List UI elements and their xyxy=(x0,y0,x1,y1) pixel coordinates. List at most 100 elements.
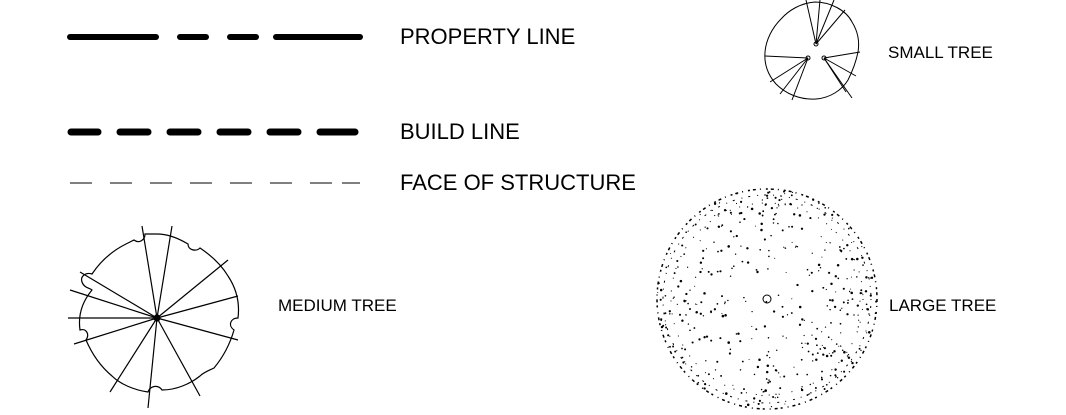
canopy-stipple-dot xyxy=(777,294,780,296)
canopy-stipple-dot xyxy=(801,342,803,344)
canopy-stipple-dot xyxy=(710,273,713,276)
canopy-stipple-dot xyxy=(815,358,818,362)
canopy-stipple-dot xyxy=(827,336,830,339)
canopy-stipple-dot xyxy=(840,332,842,334)
canopy-stipple-dot xyxy=(821,370,823,373)
canopy-stipple-dot xyxy=(736,193,738,195)
canopy-stipple-dot xyxy=(673,296,675,298)
canopy-stipple-dot xyxy=(803,319,805,322)
canopy-stipple-dot xyxy=(676,259,679,263)
canopy-stipple-dot xyxy=(851,241,853,244)
canopy-stipple-dot xyxy=(719,270,722,273)
canopy-stipple-dot xyxy=(858,319,860,321)
canopy-stipple-dot xyxy=(707,373,710,376)
canopy-stipple-dot xyxy=(677,266,679,268)
canopy-stipple-dot xyxy=(806,268,809,271)
canopy-stipple-dot xyxy=(717,225,721,228)
canopy-stipple-dot xyxy=(685,300,687,302)
canopy-stipple-dot xyxy=(846,355,849,357)
canopy-stipple-dot xyxy=(739,221,741,223)
canopy-stipple-dot xyxy=(801,318,804,321)
canopy-stipple-dot xyxy=(851,298,854,300)
canopy-stipple-dot xyxy=(843,247,845,250)
canopy-stipple-dot xyxy=(814,387,817,389)
small-tree-label: SMALL TREE xyxy=(888,43,993,62)
canopy-stipple-dot xyxy=(717,214,719,216)
canopy-stipple-dot xyxy=(835,343,838,345)
canopy-stipple-dot xyxy=(840,359,843,362)
canopy-stipple-dot xyxy=(788,225,790,228)
canopy-stipple-dot xyxy=(699,261,703,264)
canopy-stipple-dot xyxy=(699,270,702,274)
canopy-stipple-dot xyxy=(818,202,820,205)
canopy-stipple-dot xyxy=(716,360,719,363)
canopy-stipple-dot xyxy=(701,268,703,270)
canopy-stipple-dot xyxy=(806,394,809,396)
property-line-label: PROPERTY LINE xyxy=(400,24,575,49)
canopy-stipple-dot xyxy=(765,370,769,374)
canopy-stipple-dot xyxy=(777,372,780,374)
canopy-stipple-dot xyxy=(767,381,770,384)
canopy-stipple-dot xyxy=(779,376,781,378)
canopy-stipple-dot xyxy=(677,285,680,288)
canopy-stipple-dot xyxy=(757,402,760,405)
canopy-stipple-dot xyxy=(772,395,775,399)
canopy-stipple-dot xyxy=(702,249,705,252)
canopy-stipple-dot xyxy=(781,315,785,318)
canopy-stipple-dot xyxy=(857,314,859,316)
canopy-stipple-dot xyxy=(718,202,721,204)
canopy-stipple-dot xyxy=(662,324,665,327)
canopy-stipple-dot xyxy=(672,345,675,348)
canopy-stipple-dot xyxy=(754,225,756,227)
canopy-stipple-dot xyxy=(686,266,689,268)
canopy-stipple-dot xyxy=(821,344,823,346)
canopy-stipple-dot xyxy=(765,203,767,206)
canopy-stipple-dot xyxy=(667,334,670,337)
canopy-stipple-dot xyxy=(791,225,794,228)
canopy-stipple-dot xyxy=(767,268,769,270)
canopy-stipple-dot xyxy=(670,252,672,255)
canopy-stipple-dot xyxy=(746,247,749,250)
canopy-stipple-dot xyxy=(678,313,682,316)
canopy-stipple-dot xyxy=(739,340,742,343)
canopy-stipple-dot xyxy=(795,246,797,248)
canopy-stipple-dot xyxy=(820,331,823,333)
canopy-stipple-dot xyxy=(864,290,868,293)
canopy-stipple-dot xyxy=(690,366,693,368)
canopy-stipple-dot xyxy=(738,212,741,215)
canopy-stipple-dot xyxy=(846,278,848,280)
canopy-stipple-dot xyxy=(825,241,827,244)
canopy-stipple-dot xyxy=(720,374,723,377)
canopy-stipple-dot xyxy=(806,342,809,345)
canopy-stipple-dot xyxy=(828,352,830,354)
canopy-stipple-dot xyxy=(720,249,723,252)
canopy-stipple-dot xyxy=(694,276,697,278)
canopy-stipple-dot xyxy=(739,369,742,371)
canopy-stipple-dot xyxy=(869,277,872,279)
canopy-stipple-dot xyxy=(683,299,686,302)
canopy-stipple-dot xyxy=(796,283,799,287)
canopy-stipple-dot xyxy=(850,257,854,261)
canopy-stipple-dot xyxy=(693,327,696,329)
canopy-stipple-dot xyxy=(698,338,701,341)
canopy-stipple-dot xyxy=(824,249,826,251)
canopy-stipple-dot xyxy=(875,300,878,303)
canopy-stipple-dot xyxy=(735,234,738,238)
canopy-stipple-dot xyxy=(776,396,779,399)
canopy-stipple-dot xyxy=(833,305,837,309)
canopy-stipple-dot xyxy=(705,360,707,362)
canopy-stipple-dot xyxy=(699,312,702,315)
canopy-stipple-dot xyxy=(664,294,667,297)
canopy-stipple-dot xyxy=(689,289,691,291)
canopy-stipple-dot xyxy=(823,347,826,350)
canopy-stipple-dot xyxy=(812,360,814,362)
canopy-stipple-dot xyxy=(766,194,769,197)
canopy-stipple-dot xyxy=(816,327,819,330)
canopy-stipple-dot xyxy=(687,323,690,325)
canopy-stipple-dot xyxy=(729,275,732,277)
canopy-stipple-dot xyxy=(703,336,706,339)
canopy-stipple-dot xyxy=(840,249,843,253)
canopy-stipple-dot xyxy=(735,333,738,335)
canopy-stipple-dot xyxy=(741,260,744,263)
canopy-stipple-dot xyxy=(714,369,717,371)
